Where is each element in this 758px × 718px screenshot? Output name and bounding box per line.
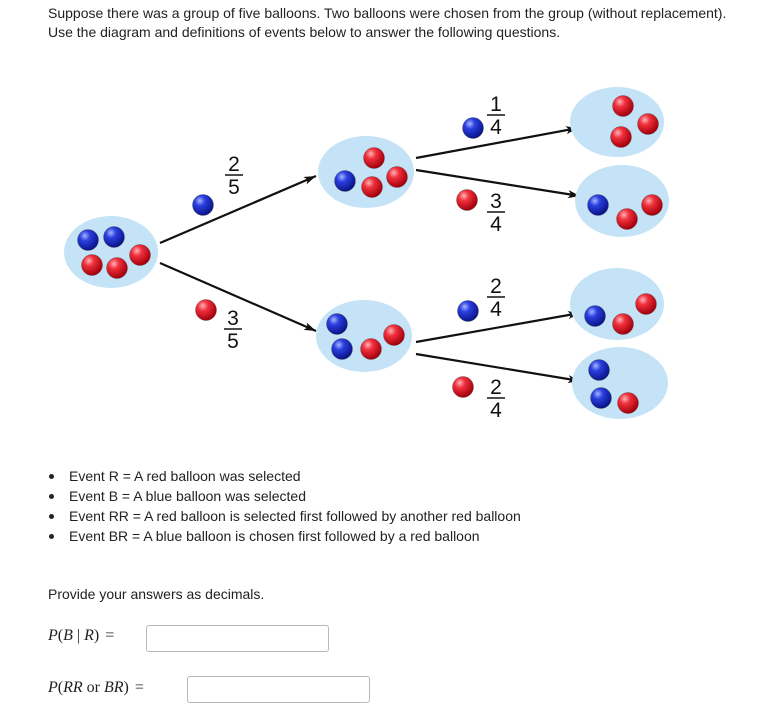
red-balloon [636, 294, 657, 315]
balloon-group-after-blue [318, 136, 414, 208]
probability-numerator: 2 [490, 376, 502, 399]
probability-denominator: 4 [490, 116, 502, 139]
red-balloon-marker [453, 377, 474, 398]
red-balloon [613, 96, 634, 117]
event-br-definition: Event BR = A blue balloon is chosen firs… [48, 526, 521, 546]
red-balloon [642, 195, 663, 216]
branch-label-first-red: 35 [196, 300, 243, 354]
red-balloon [130, 245, 151, 266]
balloon-group-after-rb [570, 268, 664, 340]
probability-denominator: 5 [228, 176, 240, 199]
question-2-label: P(RR or BR)= [48, 679, 144, 697]
blue-balloon [78, 230, 99, 251]
red-balloon [384, 325, 405, 346]
red-balloon-marker [196, 300, 217, 321]
branch-label-first-blue: 25 [193, 153, 244, 216]
blue-balloon [588, 195, 609, 216]
blue-balloon [591, 388, 612, 409]
blue-balloon [335, 171, 356, 192]
balloon-group-after-br [575, 165, 669, 237]
blue-balloon-marker [463, 118, 484, 139]
branch-label-red-then-red: 24 [453, 376, 506, 422]
red-balloon [107, 258, 128, 279]
branch-label-blue-then-red: 34 [457, 190, 506, 237]
event-definitions-list: Event R = A red balloon was selected Eve… [48, 466, 521, 546]
probability-numerator: 2 [490, 275, 502, 298]
event-r-definition: Event R = A red balloon was selected [48, 466, 521, 486]
answer-instructions: Provide your answers as decimals. [48, 585, 264, 604]
probability-numerator: 3 [490, 190, 502, 213]
blue-balloon [332, 339, 353, 360]
event-rr-definition: Event RR = A red balloon is selected fir… [48, 506, 521, 526]
red-balloon [617, 209, 638, 230]
red-balloon [361, 339, 382, 360]
branch-label-blue-then-blue: 14 [463, 93, 506, 139]
question-1-label: P(B | R)= [48, 627, 114, 645]
probability-denominator: 4 [490, 399, 502, 422]
red-balloon [613, 314, 634, 335]
red-balloon [362, 177, 383, 198]
branch-label-red-then-blue: 24 [458, 275, 506, 322]
red-balloon [82, 255, 103, 276]
blue-balloon [585, 306, 606, 327]
balloon-group-after-red [316, 300, 412, 372]
red-balloon-marker [457, 190, 478, 211]
probability-denominator: 4 [490, 213, 502, 236]
probability-numerator: 1 [490, 93, 502, 116]
probability-numerator: 3 [227, 307, 239, 330]
balloon-group-after-bb [570, 87, 664, 157]
blue-balloon-marker [193, 195, 214, 216]
blue-balloon [589, 360, 610, 381]
balloon-group-after-rr [572, 347, 668, 419]
red-balloon [638, 114, 659, 135]
blue-balloon [327, 314, 348, 335]
blue-balloon [104, 227, 125, 248]
probability-denominator: 5 [227, 330, 239, 353]
answer-input-p-b-given-r[interactable] [146, 625, 329, 652]
red-balloon [611, 127, 632, 148]
balloon-group-start [64, 216, 158, 288]
probability-numerator: 2 [228, 153, 240, 176]
probability-denominator: 4 [490, 298, 502, 321]
red-balloon [618, 393, 639, 414]
red-balloon [387, 167, 408, 188]
red-balloon [364, 148, 385, 169]
event-b-definition: Event B = A blue balloon was selected [48, 486, 521, 506]
blue-balloon-marker [458, 301, 479, 322]
answer-input-p-rr-or-br[interactable] [187, 676, 370, 703]
